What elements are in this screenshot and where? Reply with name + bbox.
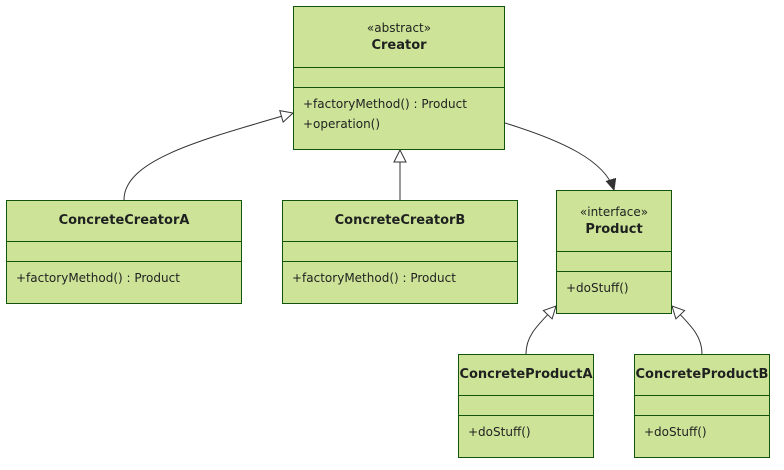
class-header: ConcreteProductA (459, 355, 593, 396)
class-concrete-creator-b[interactable]: ConcreteCreatorB +factoryMethod() : Prod… (282, 200, 518, 304)
class-header: ConcreteCreatorA (7, 201, 241, 242)
attributes-section (283, 241, 517, 262)
edge-producta-to-product (525, 306, 556, 355)
attributes-section (459, 395, 593, 416)
class-header: «abstract» Creator (294, 7, 504, 68)
method-do-stuff: +doStuff() (644, 425, 707, 439)
class-name: ConcreteCreatorA (58, 213, 190, 228)
class-concrete-creator-a[interactable]: ConcreteCreatorA +factoryMethod() : Prod… (6, 200, 242, 304)
attributes-section (7, 241, 241, 262)
method-factory-method: +factoryMethod() : Product (292, 271, 456, 285)
class-header: «interface» Product (557, 191, 671, 252)
method-do-stuff: +doStuff() (468, 425, 531, 439)
class-header: ConcreteProductB (635, 355, 769, 396)
class-concrete-product-b[interactable]: ConcreteProductB +doStuff() (634, 354, 770, 458)
class-name: ConcreteProductB (635, 367, 769, 382)
edge-productb-to-product (672, 306, 703, 355)
method-factory-method: +factoryMethod() : Product (16, 271, 180, 285)
attributes-section (557, 251, 671, 272)
class-header: ConcreteCreatorB (283, 201, 517, 242)
class-product[interactable]: «interface» Product +doStuff() (556, 190, 672, 314)
methods-section: +doStuff() (459, 415, 593, 457)
class-name: ConcreteCreatorB (334, 213, 466, 228)
methods-section: +factoryMethod() : Product (7, 261, 241, 303)
method-do-stuff: +doStuff() (566, 281, 629, 295)
stereotype-label: «abstract» (366, 20, 432, 35)
class-name: ConcreteProductA (459, 367, 593, 382)
class-name: Creator (371, 37, 427, 53)
methods-section: +doStuff() (635, 415, 769, 457)
method-operation: +operation() (303, 117, 381, 131)
method-factory-method: +factoryMethod() : Product (303, 97, 467, 111)
edge-creatora-to-creator (123, 113, 293, 201)
edge-creator-to-product (504, 122, 614, 190)
attributes-section (635, 395, 769, 416)
methods-section: +factoryMethod() : Product +operation() (294, 87, 504, 149)
methods-section: +doStuff() (557, 271, 671, 313)
class-name: Product (585, 221, 643, 237)
methods-section: +factoryMethod() : Product (283, 261, 517, 303)
class-concrete-product-a[interactable]: ConcreteProductA +doStuff() (458, 354, 594, 458)
attributes-section (294, 67, 504, 88)
stereotype-label: «interface» (579, 204, 649, 219)
class-creator[interactable]: «abstract» Creator +factoryMethod() : Pr… (293, 6, 505, 150)
